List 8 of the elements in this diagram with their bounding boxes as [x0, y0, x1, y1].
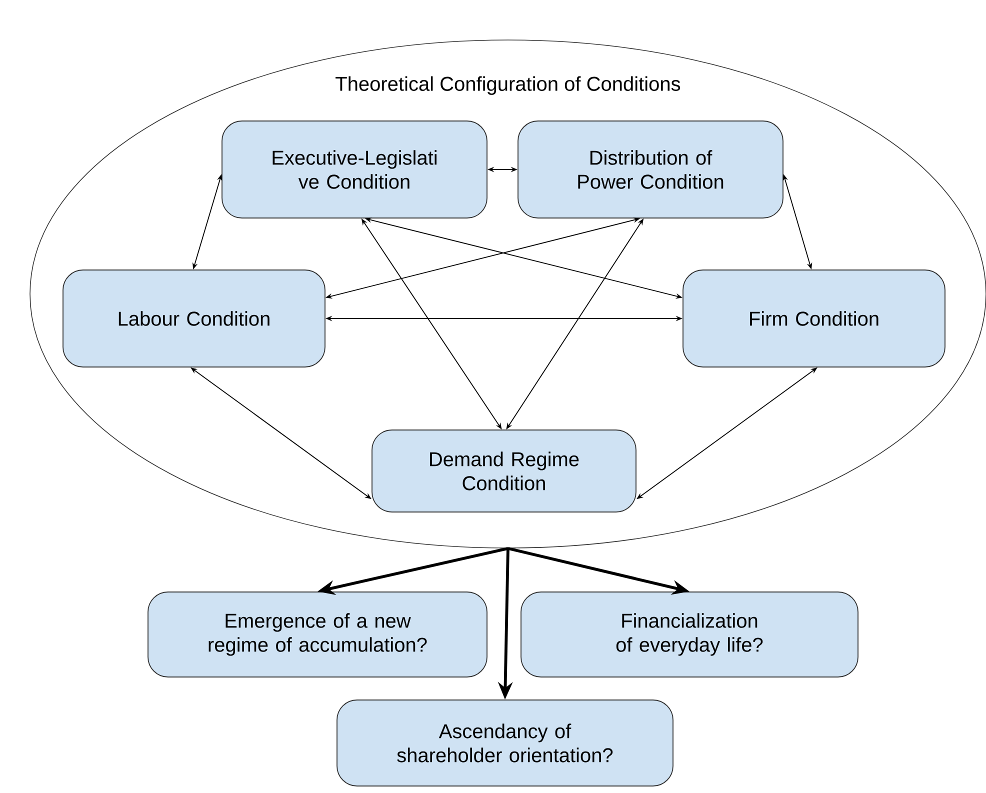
process-box: Ascendancy of shareholder orientation?: [336, 700, 674, 786]
process-box: Financialization of everyday life?: [520, 592, 858, 678]
process-box: Emergence of a new regime of accumulation?: [148, 592, 488, 678]
process-box: Distribution of Power Condition: [518, 120, 784, 218]
process-box: Executive-Legislati ve Condition: [222, 120, 488, 218]
process-box: Labour Condition: [62, 270, 326, 368]
process-box: Demand Regime Condition: [372, 430, 636, 512]
process-box: Firm Condition: [682, 270, 946, 368]
